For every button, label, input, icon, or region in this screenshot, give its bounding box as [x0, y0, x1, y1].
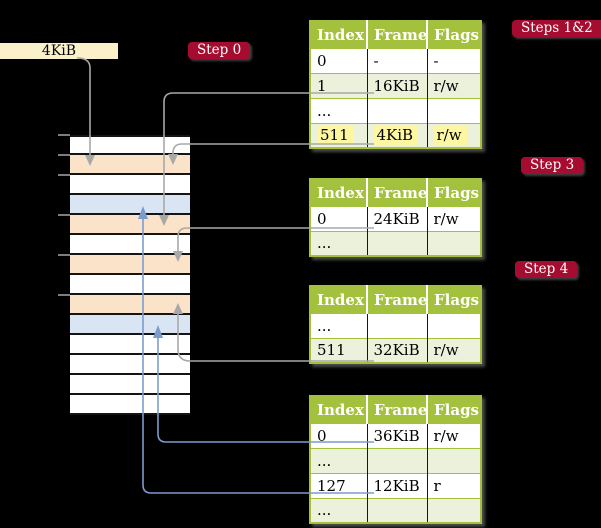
- page-table-level-2: Index Frame Flags 0 24KiB r/w ...: [309, 178, 482, 257]
- memory-frame-free: [70, 275, 190, 295]
- step-3-badge: Step 3: [521, 157, 584, 174]
- memory-frame-free: [70, 235, 190, 255]
- page-table-level-4: Index Frame Flags 0 36KiB r/w ... 127 12…: [309, 395, 482, 524]
- memory-frame-free: [70, 395, 190, 415]
- table-header-row: Index Frame Flags: [310, 286, 481, 313]
- memory-frame-pagetable: [70, 155, 190, 175]
- highlighted-value: 511: [317, 126, 354, 146]
- table-row: ...: [310, 230, 481, 256]
- table-row: ...: [310, 497, 481, 523]
- highlighted-value: 4KiB: [373, 126, 419, 146]
- page-table-level-1: Index Frame Flags 0 - - 1 16KiB r/w ... …: [309, 20, 482, 149]
- column-header-flags: Flags: [426, 286, 481, 313]
- address-tick: [58, 254, 70, 256]
- memory-frame-free: [70, 175, 190, 195]
- table-row: ...: [310, 447, 481, 473]
- column-header-frame: Frame: [366, 179, 427, 206]
- column-header-index: Index: [310, 179, 367, 206]
- steps-1-2-badge: Steps 1&2: [512, 20, 601, 37]
- table-row: 1 16KiB r/w: [310, 72, 481, 98]
- table-row: 0 24KiB r/w: [310, 205, 481, 231]
- table-row-highlighted: 511 4KiB r/w: [310, 122, 481, 148]
- column-header-index: Index: [310, 396, 367, 423]
- memory-frame-pagetable: [70, 295, 190, 315]
- memory-frame-free: [70, 135, 190, 155]
- memory-frame-pagetable: [70, 215, 190, 235]
- root-page-table-address-box: 4KiB: [0, 43, 118, 59]
- column-header-frame: Frame: [366, 21, 427, 48]
- table-row: 511 32KiB r/w: [310, 337, 481, 363]
- table-header-row: Index Frame Flags: [310, 396, 481, 423]
- column-header-flags: Flags: [426, 396, 481, 423]
- address-tick: [58, 154, 70, 156]
- step-0-badge: Step 0: [188, 42, 251, 59]
- column-header-frame: Frame: [366, 396, 427, 423]
- column-header-index: Index: [310, 21, 367, 48]
- column-header-index: Index: [310, 286, 367, 313]
- table-header-row: Index Frame Flags: [310, 21, 481, 48]
- table-row: 0 36KiB r/w: [310, 422, 481, 448]
- table-row: ...: [310, 97, 481, 123]
- table-row: 127 12KiB r: [310, 472, 481, 498]
- memory-frame-data: [70, 315, 190, 335]
- memory-frame-free: [70, 375, 190, 395]
- memory-frame-data: [70, 195, 190, 215]
- table-row: 0 - -: [310, 47, 481, 73]
- address-tick: [58, 214, 70, 216]
- table-row: ...: [310, 312, 481, 338]
- highlighted-value: r/w: [433, 126, 467, 146]
- memory-frame-free: [70, 335, 190, 355]
- memory-frame-free: [70, 355, 190, 375]
- column-header-flags: Flags: [426, 179, 481, 206]
- column-header-flags: Flags: [426, 21, 481, 48]
- table-header-row: Index Frame Flags: [310, 179, 481, 206]
- page-table-level-3: Index Frame Flags ... 511 32KiB r/w: [309, 285, 482, 364]
- address-tick: [58, 134, 70, 136]
- address-tick: [58, 174, 70, 176]
- address-tick: [58, 294, 70, 296]
- memory-frame-pagetable: [70, 255, 190, 275]
- step-4-badge: Step 4: [515, 261, 578, 278]
- memory-stack: [70, 135, 190, 415]
- column-header-frame: Frame: [366, 286, 427, 313]
